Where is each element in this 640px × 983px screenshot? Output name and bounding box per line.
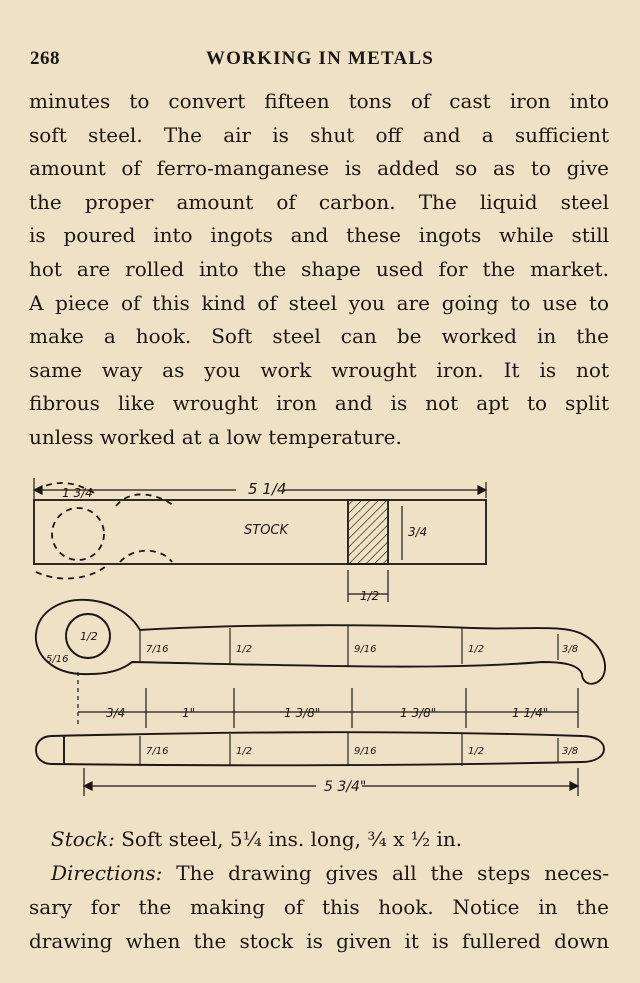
bottom-section-arrows [139, 732, 559, 766]
body-line: is poured into ingots and these ingots w… [29, 223, 609, 248]
body-line: soft steel. The air is shut off and a su… [29, 122, 609, 147]
bottom-section-dim: 3/8 [562, 746, 578, 757]
spacing-dim: 3/4 [106, 706, 125, 720]
body-line: amount of ferro-manganese is added so as… [29, 156, 609, 181]
body-line: fibrous like wrought iron and is not apt… [29, 391, 609, 416]
dim-total-top: 5 1/4 [248, 480, 286, 498]
hook-section-dim: 7/16 [146, 644, 168, 655]
bottom-dimension-line [82, 768, 580, 796]
spacing-dim: 1 1/4" [512, 706, 548, 720]
bottom-section-dim: 7/16 [146, 746, 168, 757]
body-line: make a hook. Soft steel can be worked in… [29, 324, 609, 349]
body-line: minutes to convert fifteen tons of cast … [29, 89, 609, 113]
stock-line: Stock: Soft steel, 5¼ ins. long, ¾ x ½ i… [29, 822, 609, 856]
hook-outline [35, 598, 607, 685]
stock-label: STOCK [244, 523, 290, 538]
hook-section-dim: 3/8 [562, 644, 578, 655]
spacing-dim: 1 3/8" [284, 706, 320, 720]
directions-line: Directions: The drawing gives all the st… [29, 856, 609, 890]
stock-bar [33, 482, 487, 580]
dim-total-bottom: 5 3/4" [324, 779, 366, 795]
spacing-dim: 1" [182, 706, 195, 720]
dim-width: 3/4 [408, 525, 427, 539]
stock-caption-label: Stock: [51, 827, 115, 851]
stock-caption-text: Soft steel, 5¼ ins. long, ¾ x ½ in. [121, 827, 463, 851]
thickness-dimension-line [347, 570, 389, 602]
directions-line: drawing when the stock is given it is fu… [29, 929, 609, 953]
running-head: WORKING IN METALS [205, 48, 435, 69]
bottom-section-dim: 1/2 [468, 746, 484, 757]
page-number: 268 [30, 48, 60, 69]
dim-end-top: 1 3/4 [62, 486, 93, 500]
body-line: A piece of this kind of steel you are go… [29, 290, 609, 315]
body-line: hot are rolled into the shape used for t… [29, 256, 609, 281]
bottom-section-dim: 9/16 [354, 746, 376, 757]
body-line: the proper amount of carbon. The liquid … [29, 189, 609, 214]
top-dimension-line [32, 478, 488, 500]
hook-section-dim: 9/16 [354, 644, 376, 655]
hook-drawing-svg: STOCK 5 1/4 1 3/4 3/4 [32, 478, 607, 796]
eye-inner-dim: 1/2 [80, 630, 98, 643]
dim-thickness: 1/2 [360, 589, 379, 603]
body-paragraph: minutes to convert fifteen tons of cast … [29, 85, 609, 455]
hook-section-dim: 1/2 [236, 644, 252, 655]
hook-section-dim: 1/2 [468, 644, 484, 655]
eye-side-dim: 5/16 [46, 654, 68, 665]
drawn-bar-outline [35, 731, 605, 767]
bottom-section-dim: 1/2 [236, 746, 252, 757]
body-line: same way as you work wrought iron. It is… [29, 357, 609, 382]
hook-section-arrows [139, 626, 559, 666]
spacing-dim: 1 3/8" [400, 706, 436, 720]
directions-text: The drawing gives all the steps neces- [176, 861, 610, 885]
spacing-dimension-line [77, 672, 579, 728]
directions-line: sary for the making of this hook. Notice… [29, 895, 609, 919]
body-line: unless worked at a low temperature. [29, 424, 402, 449]
hook-drawing: STOCK 5 1/4 1 3/4 3/4 [22, 466, 612, 806]
directions-label: Directions: [51, 861, 163, 885]
directions-block: Stock: Soft steel, 5¼ ins. long, ¾ x ½ i… [29, 822, 609, 958]
